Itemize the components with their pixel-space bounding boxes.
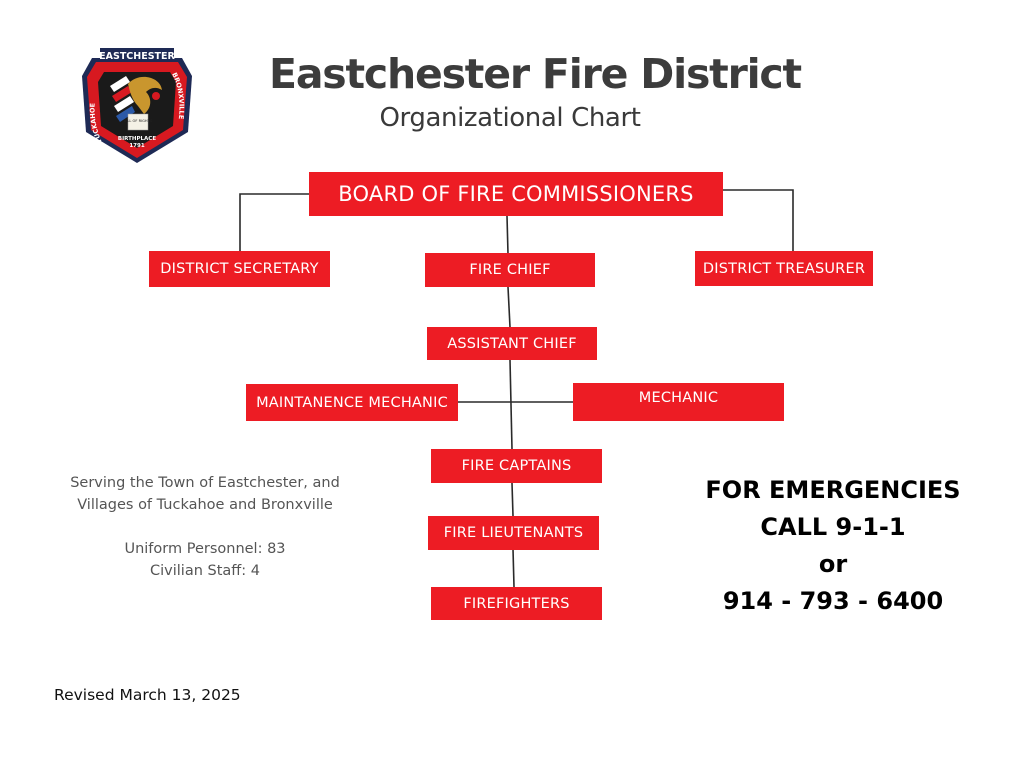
org-box-treasurer: DISTRICT TREASURER [695,251,873,286]
emergency-phone: 914 - 793 - 6400 [722,587,944,615]
emergency-line-1: FOR EMERGENCIES [705,476,961,504]
serving-line-2: Villages of Tuckahoe and Bronxville [77,497,333,513]
emergency-line-2: CALL 9-1-1 [760,513,906,541]
page-subtitle: Organizational Chart [379,103,641,133]
badge-scroll-text: BILL OF RIGHTS [124,119,153,123]
org-box-fire-captains: FIRE CAPTAINS [431,449,602,483]
connector-board-treasurer [722,189,794,252]
org-box-chief: FIRE CHIEF [425,253,595,287]
uniform-personnel: Uniform Personnel: 83 [124,541,286,557]
page-title: Eastchester Fire District [269,50,802,98]
revised-date: Revised March 13, 2025 [54,686,241,704]
org-box-board: BOARD OF FIRE COMMISSIONERS [309,172,723,216]
org-box-assistant-chief: ASSISTANT CHIEF [427,327,597,360]
badge-bottom-text: BIRTHPLACE [118,136,156,142]
district-badge-logo: EASTCHESTER TUCKAHOE BRONXVILLE BILL OF … [82,48,192,163]
connector-chief-assistant [507,286,511,328]
connector-assistant-captains [509,359,513,450]
serving-line-1: Serving the Town of Eastchester, and [70,475,340,491]
badge-top-text: EASTCHESTER [99,51,175,62]
connector-board-chief [506,215,509,255]
emergency-line-3: or [818,550,848,578]
civilian-staff: Civilian Staff: 4 [150,563,260,579]
service-info: Serving the Town of Eastchester, and Vil… [60,472,350,582]
connector-captains-lieutenants [511,482,514,517]
badge-year: 1791 [129,143,144,149]
org-box-secretary: DISTRICT SECRETARY [149,251,330,287]
org-box-fire-lieutenants: FIRE LIEUTENANTS [428,516,599,550]
connector-board-secretary [239,193,310,252]
org-box-firefighters: FIREFIGHTERS [431,587,602,620]
emergency-info: FOR EMERGENCIES CALL 9-1-1 or 914 - 793 … [692,472,974,620]
org-box-mechanic: MECHANIC [573,383,784,421]
connector-lieutenants-firefighters [512,548,515,588]
org-box-maintenance-mechanic: MAINTANENCE MECHANIC [246,384,458,421]
